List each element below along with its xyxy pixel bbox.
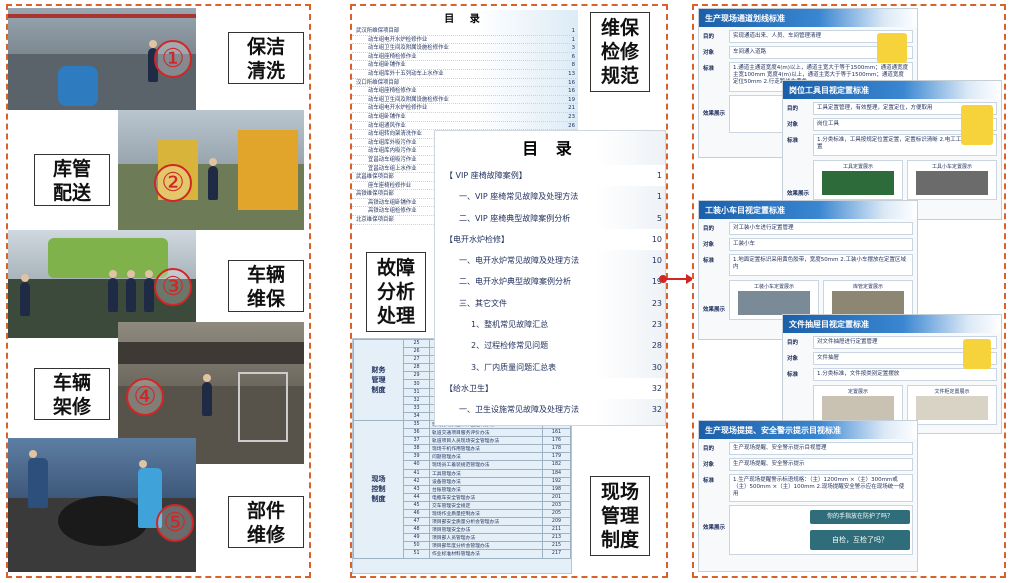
- slide3-pic-2: 库管定置展示: [823, 280, 913, 320]
- warning-sign-2: 自检，互检了吗？: [810, 530, 910, 550]
- slide3-pic-1: 工装小车定置展示: [729, 280, 819, 320]
- step-number-4: ④: [126, 378, 164, 416]
- slide2-pic-2: 工具小车定置展示: [907, 160, 997, 200]
- step-number-3: ③: [154, 268, 192, 306]
- photo-warehouse: [118, 110, 304, 230]
- connector-arrow: [661, 278, 691, 280]
- label-component-repair: 部件维修: [228, 496, 304, 548]
- slide1-title: 生产现场通道划线标准: [699, 9, 917, 27]
- slide2-pic-1: 工具定置展示: [813, 160, 903, 200]
- slide-tool-placement-standard: 岗位工具目视定置标准 目的工具定置管理，有效整理，定置定位，方便取用 对象岗位工…: [782, 80, 1002, 220]
- step-number-2: ②: [154, 164, 192, 202]
- toc2-line: 【电开水炉检修】10: [435, 228, 665, 251]
- label-maintenance-spec: 维保检修规范: [590, 12, 650, 92]
- label-warehouse: 库管配送: [34, 154, 110, 206]
- slide2-marker-image: [961, 105, 993, 145]
- slide4-pic-2: 文件柜定置展示: [907, 385, 997, 425]
- step-number-1: ①: [154, 40, 192, 78]
- label-site-management: 现场管理制度: [590, 476, 650, 556]
- slide5-title: 生产现场提提、安全警示提示目视标准: [699, 421, 917, 439]
- toc2-line: 二、卫生设施典型故障案例分析42: [435, 421, 665, 425]
- slide-safety-warning-standard: 生产现场提提、安全警示提示目视标准 目的生产现场提醒、安全警示提示目视管理 对象…: [698, 420, 918, 572]
- slide2-title: 岗位工具目视定置标准: [783, 81, 1001, 99]
- toc2-line: 【 VIP 座椅故障案例】1: [435, 165, 665, 187]
- arrow-right-icon: [686, 274, 694, 284]
- slide4-title: 文件抽屉目视定置标准: [783, 315, 1001, 333]
- label-vehicle-maintenance: 车辆维保: [228, 260, 304, 312]
- toc2-line: 【给水卫生】32: [435, 377, 665, 400]
- slide4-marker-image: [963, 339, 991, 369]
- label-fault-analysis: 故障分析处理: [366, 252, 426, 332]
- label-cleaning: 保洁清洗: [228, 32, 304, 84]
- toc2-title: 目 录: [522, 139, 578, 158]
- register-group-finance: 财务 管理 制度: [353, 339, 404, 421]
- slide3-title: 工装小车目视定置标准: [699, 201, 917, 219]
- register-group-site: 现场 控制 制度: [353, 419, 404, 559]
- slide1-marker-image: [877, 33, 907, 63]
- toc1-title: 目 录: [444, 14, 486, 25]
- photo-component-repair: [8, 438, 196, 572]
- label-vehicle-overhaul: 车辆架修: [34, 368, 110, 420]
- slide4-pic-1: 定置展示: [813, 385, 903, 425]
- step-number-5: ⑤: [156, 504, 194, 542]
- warning-sign-1: 你的手指放在防护了吗？: [810, 510, 910, 524]
